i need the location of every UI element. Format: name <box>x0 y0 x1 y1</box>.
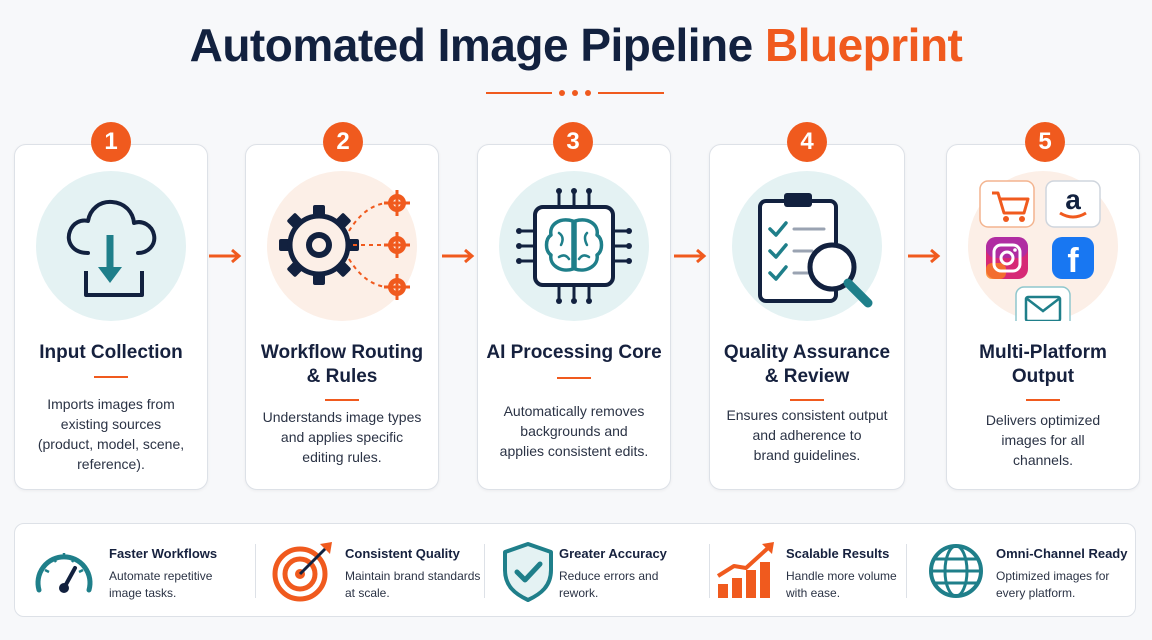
benefit-scalable-results: Scalable Results Handle more volume with… <box>710 524 906 618</box>
benefits-bar: Faster Workflows Automate repetitive ima… <box>14 523 1136 617</box>
checklist-magnifier-icon <box>758 193 873 308</box>
step-1-icon-circle <box>36 171 186 321</box>
step-3-icon-circle <box>499 171 649 321</box>
title-divider <box>486 90 664 96</box>
step-4-description: Ensures consistent output and adherence … <box>726 407 888 463</box>
arrow-right-icon <box>209 248 242 264</box>
step-2-icon-circle <box>267 171 417 321</box>
benefit-5-title: Omni-Channel Ready <box>996 546 1128 561</box>
page-title-accent: Blueprint <box>765 19 963 71</box>
step-2-title: Workflow Routing & Rules <box>260 342 424 387</box>
benefit-1-title: Faster Workflows <box>109 546 218 561</box>
benefit-4-title: Scalable Results <box>786 546 890 561</box>
platforms-icon: a f <box>979 180 1101 321</box>
benefit-2-title: Consistent Quality <box>345 546 460 561</box>
step-4-title: Quality Assurance & Review <box>723 342 891 387</box>
cloud-download-icon <box>66 199 157 297</box>
step-card-workflow-routing: Workflow Routing & Rules Understands ima… <box>245 144 439 490</box>
step-5-description: Delivers optimized images for all channe… <box>985 412 1101 468</box>
page-title: Automated Image Pipeline Blueprint <box>0 18 1152 72</box>
email-icon <box>1015 286 1071 321</box>
ai-brain-chip-icon <box>516 188 632 304</box>
speedometer-icon <box>35 553 93 593</box>
step-card-ai-processing: AI Processing Core Automatically removes… <box>477 144 671 490</box>
svg-text:a: a <box>1065 184 1081 215</box>
step-card-input-collection: Input Collection Imports images from exi… <box>14 144 208 490</box>
step-1-number-badge: 1 <box>91 122 131 162</box>
step-3-description: Automatically removes backgrounds and ap… <box>499 403 649 459</box>
target-icon <box>272 542 332 602</box>
growth-chart-icon <box>716 542 774 598</box>
step-1-description: Imports images from existing sources (pr… <box>37 396 185 472</box>
arrow-right-icon <box>442 248 475 264</box>
step-3-number-badge: 3 <box>553 122 593 162</box>
arrow-right-icon <box>674 248 707 264</box>
step-4-icon-circle <box>732 171 882 321</box>
shield-check-icon <box>503 542 553 602</box>
benefit-3-title: Greater Accuracy <box>559 546 667 561</box>
benefit-4-description: Handle more volume with ease. <box>786 569 897 600</box>
step-1-title: Input Collection <box>39 342 183 363</box>
page-title-main: Automated Image Pipeline <box>189 19 754 71</box>
benefit-5-description: Optimized images for every platform. <box>996 569 1110 600</box>
arrow-right-icon <box>908 248 941 264</box>
facebook-icon: f <box>1052 237 1094 280</box>
instagram-icon <box>986 237 1028 279</box>
gear-routing-icon <box>279 190 410 300</box>
amazon-icon: a <box>1045 180 1101 228</box>
step-2-description: Understands image types and applies spec… <box>262 409 422 465</box>
benefit-1-description: Automate repetitive image tasks. <box>109 569 213 600</box>
step-card-multi-platform: a f Mult <box>946 144 1140 490</box>
step-2-number-badge: 2 <box>323 122 363 162</box>
step-4-number-badge: 4 <box>787 122 827 162</box>
benefit-faster-workflows: Faster Workflows Automate repetitive ima… <box>15 524 255 618</box>
benefit-omni-channel: Omni-Channel Ready Optimized images for … <box>907 524 1135 618</box>
benefit-3-description: Reduce errors and rework. <box>559 569 659 600</box>
step-5-icon-circle: a f <box>968 171 1118 321</box>
step-5-number-badge: 5 <box>1025 122 1065 162</box>
benefit-greater-accuracy: Greater Accuracy Reduce errors and rewor… <box>485 524 709 618</box>
step-5-title: Multi-Platform Output <box>979 342 1107 387</box>
benefit-consistent-quality: Consistent Quality Maintain brand standa… <box>256 524 484 618</box>
globe-icon <box>929 544 983 598</box>
svg-text:f: f <box>1067 242 1079 280</box>
step-card-quality-assurance: Quality Assurance & Review Ensures consi… <box>709 144 905 490</box>
step-3-title: AI Processing Core <box>486 342 662 363</box>
shopping-cart-icon <box>979 180 1035 228</box>
benefit-2-description: Maintain brand standards at scale. <box>345 569 481 600</box>
